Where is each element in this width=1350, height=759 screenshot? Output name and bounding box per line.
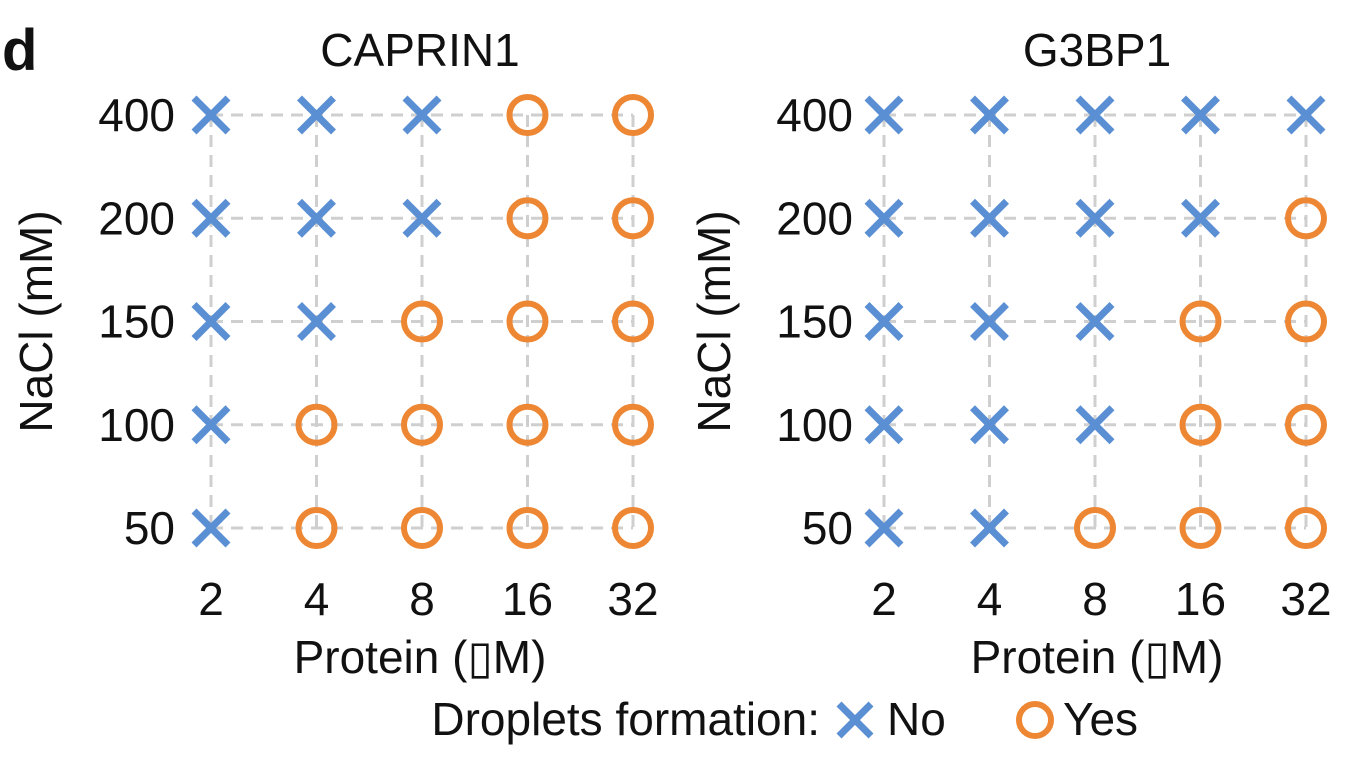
- marker-yes: [401, 403, 443, 446]
- y-tick-label: 50: [802, 502, 853, 554]
- marker-no: [191, 95, 231, 135]
- marker-no: [297, 95, 336, 135]
- chart-title: CAPRIN1: [320, 24, 519, 76]
- marker-no: [1181, 198, 1220, 238]
- y-tick-label: 400: [776, 89, 853, 141]
- marker-yes: [612, 403, 654, 446]
- marker-no: [1181, 95, 1220, 135]
- marker-yes: [612, 300, 654, 343]
- marker-no: [1075, 95, 1115, 135]
- marker-yes: [506, 300, 549, 343]
- y-axis-label: NaCl (mM): [688, 210, 740, 432]
- marker-no: [297, 198, 336, 238]
- y-tick-label: 50: [124, 502, 175, 554]
- y-tick-label: 200: [98, 192, 175, 244]
- y-axis-label: NaCl (mM): [10, 210, 62, 432]
- x-tick-label: 4: [977, 573, 1003, 625]
- marker-no: [970, 95, 1009, 135]
- legend-item-no: No: [836, 693, 946, 745]
- marker-yes: [1285, 197, 1327, 240]
- marker-no: [297, 302, 336, 341]
- marker-no: [864, 95, 904, 135]
- panel-label: d: [2, 18, 37, 83]
- x-tick-label: 32: [1280, 573, 1331, 625]
- x-tick-label: 16: [1175, 573, 1226, 625]
- marker-no: [402, 198, 442, 238]
- legend: Droplets formation: No Yes: [431, 693, 1138, 745]
- marker-no: [191, 198, 231, 238]
- marker-no: [1075, 405, 1115, 445]
- marker-no: [402, 95, 442, 135]
- marker-yes: [295, 403, 338, 446]
- marker-yes: [612, 507, 654, 549]
- x-tick-label: 16: [502, 573, 553, 625]
- legend-circle-icon: [1016, 701, 1054, 739]
- marker-yes: [506, 94, 549, 136]
- marker-yes: [612, 94, 654, 136]
- legend-label: No: [887, 693, 946, 745]
- y-tick-label: 200: [776, 192, 853, 244]
- x-tick-label: 8: [1082, 573, 1108, 625]
- y-tick-label: 400: [98, 89, 175, 141]
- y-tick-label: 100: [98, 399, 175, 451]
- legend-item-yes: Yes: [1016, 693, 1138, 745]
- marker-yes: [506, 197, 549, 240]
- marker-no: [191, 302, 231, 341]
- x-axis-label: Protein (▯M): [294, 631, 547, 683]
- y-tick-label: 150: [98, 296, 175, 348]
- marker-yes: [1285, 300, 1327, 343]
- x-tick-label: 8: [409, 573, 435, 625]
- marker-no: [970, 198, 1009, 238]
- marker-no: [864, 198, 904, 238]
- x-tick-label: 2: [871, 573, 897, 625]
- x-tick-label: 4: [304, 573, 330, 625]
- marker-no: [970, 302, 1009, 341]
- marker-yes: [1179, 403, 1222, 446]
- x-tick-label: 2: [198, 573, 224, 625]
- y-tick-label: 100: [776, 399, 853, 451]
- legend-cross-icon: [836, 701, 874, 739]
- marker-yes: [1179, 507, 1222, 549]
- marker-yes: [295, 507, 338, 549]
- marker-no: [970, 508, 1009, 548]
- marker-no: [191, 508, 231, 548]
- marker-yes: [401, 300, 443, 343]
- chart-title: G3BP1: [1023, 24, 1171, 76]
- marker-no: [1075, 198, 1115, 238]
- marker-no: [191, 405, 231, 445]
- marker-no: [864, 405, 904, 445]
- marker-yes: [612, 197, 654, 240]
- marker-yes: [1074, 507, 1116, 549]
- marker-no: [970, 405, 1009, 445]
- marker-yes: [401, 507, 443, 549]
- marker-no: [1286, 95, 1326, 135]
- marker-no: [864, 302, 904, 341]
- x-axis-label: Protein (▯M): [971, 631, 1224, 683]
- marker-yes: [1179, 300, 1222, 343]
- legend-label: Yes: [1063, 693, 1138, 745]
- marker-no: [1075, 302, 1115, 341]
- marker-yes: [506, 507, 549, 549]
- x-tick-label: 32: [607, 573, 658, 625]
- marker-yes: [506, 403, 549, 446]
- y-tick-label: 150: [776, 296, 853, 348]
- marker-yes: [1285, 403, 1327, 446]
- marker-yes: [1285, 507, 1327, 549]
- marker-no: [864, 508, 904, 548]
- legend-title: Droplets formation:: [431, 693, 820, 745]
